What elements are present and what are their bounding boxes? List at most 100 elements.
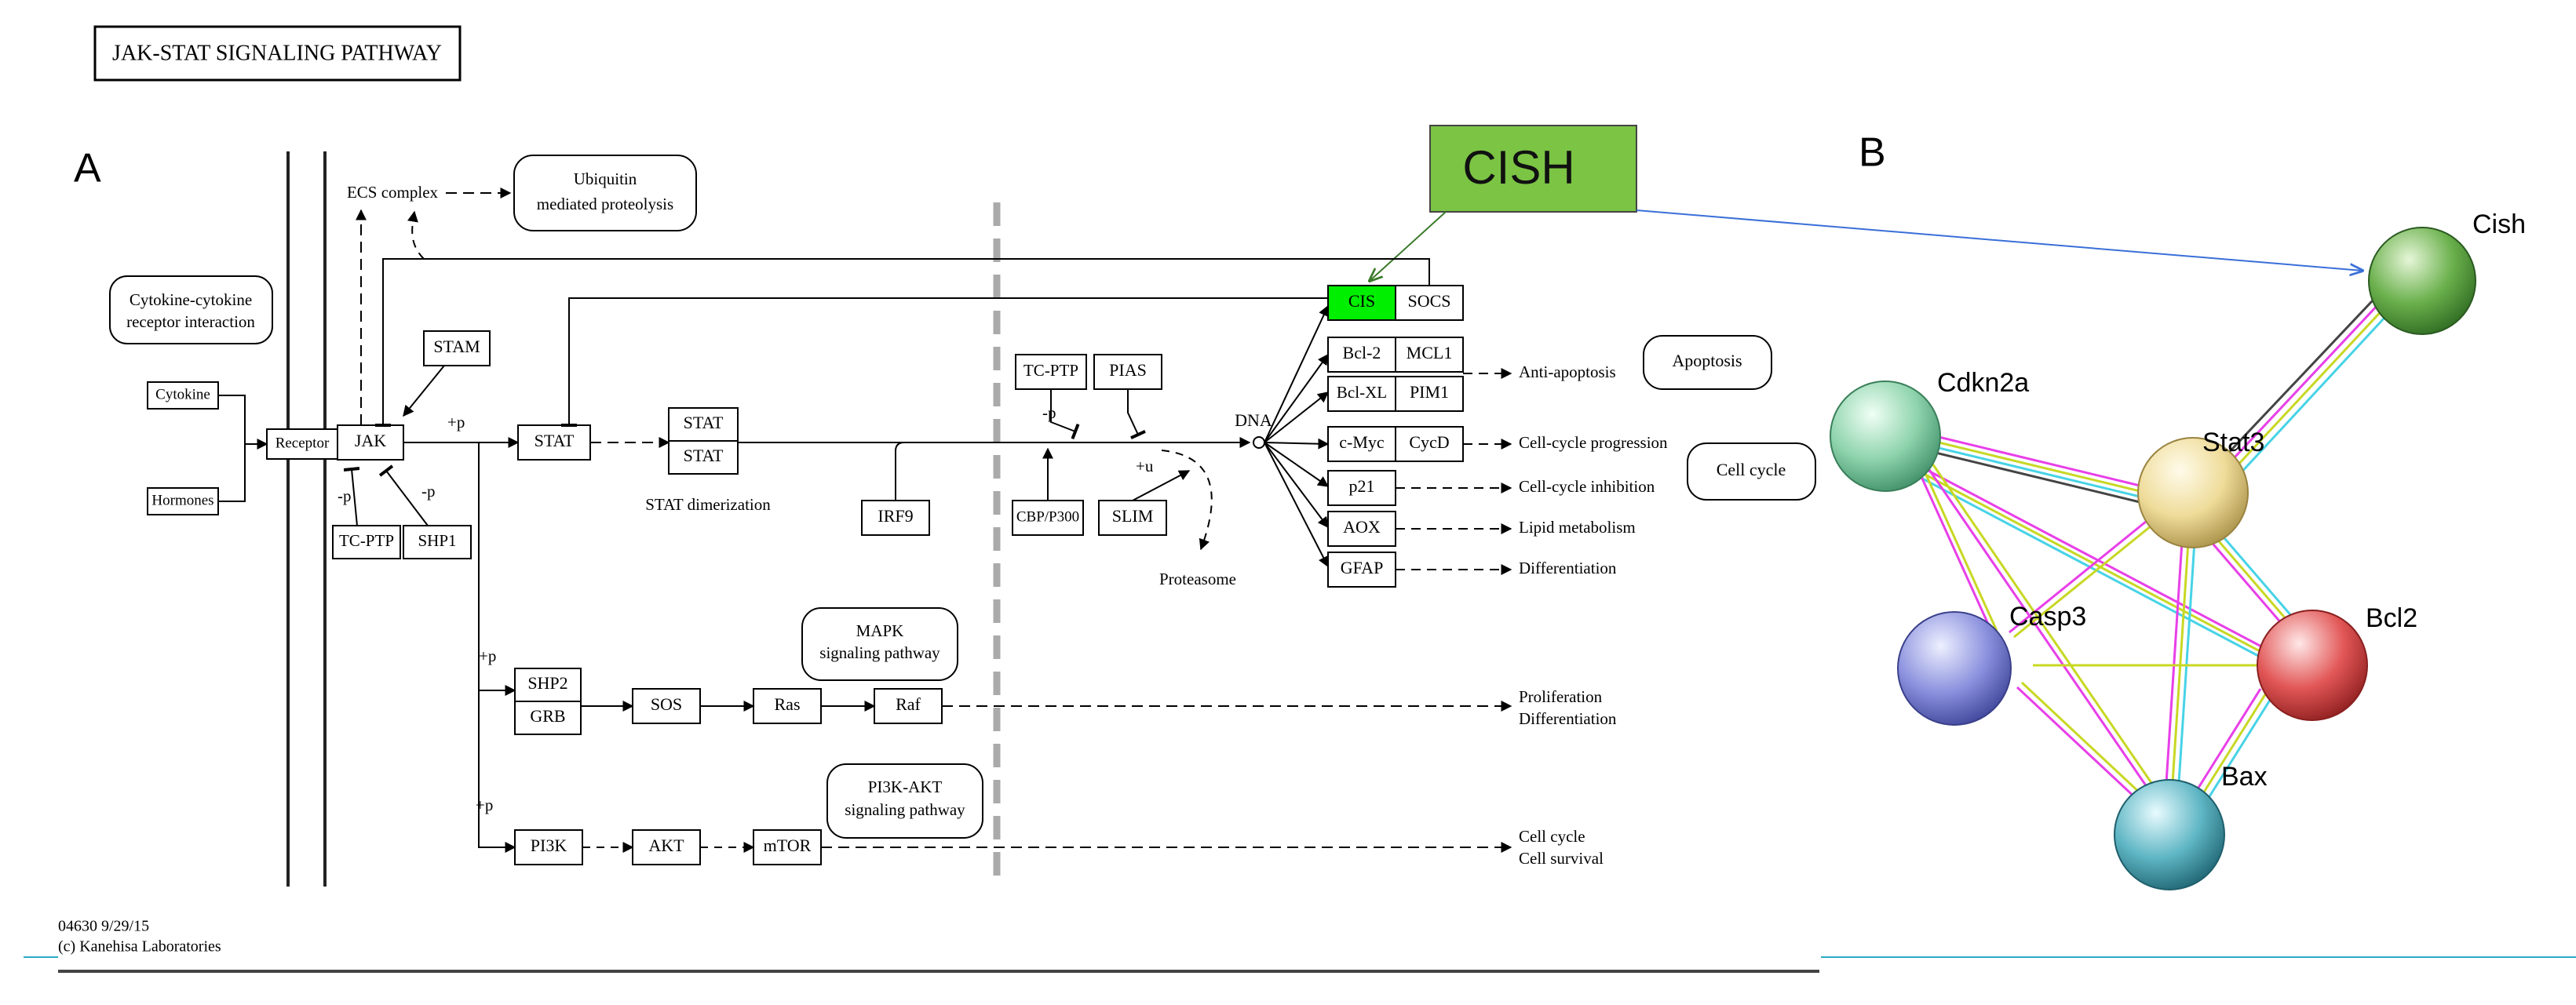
output-differentiation: Differentiation xyxy=(1519,559,1617,577)
node-aox-label: AOX xyxy=(1343,517,1381,537)
node-mtor[interactable]: mTOR xyxy=(753,829,822,865)
node-akt[interactable]: AKT xyxy=(632,829,701,865)
label-dna: DNA xyxy=(1235,410,1272,430)
protein-node-stat3[interactable]: Stat3 xyxy=(2137,428,2264,548)
header-title: JAK-STAT SIGNALING PATHWAY xyxy=(112,41,442,65)
node-gfap-label: GFAP xyxy=(1341,558,1384,577)
callout-arrow-to-cis xyxy=(1370,211,1447,281)
node-ras-label: Ras xyxy=(775,694,801,714)
node-cbp-p300-label: CBP/P300 xyxy=(1016,508,1079,525)
output-cell-cycle-progression: Cell-cycle progression xyxy=(1519,433,1668,452)
node-shp1[interactable]: SHP1 xyxy=(403,525,472,559)
label-stat-dimerization: STAT dimerization xyxy=(645,495,771,514)
node-bcl2-label: Bcl-2 xyxy=(1343,343,1381,362)
node-aox[interactable]: AOX xyxy=(1327,511,1396,547)
edge-stat3-bcl2 xyxy=(2202,526,2304,636)
protein-label-stat3: Stat3 xyxy=(2202,428,2264,457)
map-apoptosis[interactable]: Apoptosis xyxy=(1643,335,1772,390)
node-mcl1-label: MCL1 xyxy=(1407,343,1453,362)
node-pias[interactable]: PIAS xyxy=(1093,354,1162,390)
panel-b-label: B xyxy=(1859,130,1886,176)
map-cytokine-receptor-line2: receptor interaction xyxy=(126,312,255,331)
node-cmyc-label: c-Myc xyxy=(1339,432,1385,452)
label-proteasome: Proteasome xyxy=(1159,570,1236,588)
node-cbp-p300[interactable]: CBP/P300 xyxy=(1012,500,1084,536)
node-raf[interactable]: Raf xyxy=(874,688,943,724)
node-stat-label: STAT xyxy=(535,431,575,450)
node-hormones-label: Hormones xyxy=(151,492,213,508)
node-receptor[interactable]: Receptor xyxy=(266,428,338,460)
map-mapk-line2: signaling pathway xyxy=(819,643,940,662)
output-differentiation-2: Differentiation xyxy=(1519,709,1617,728)
map-cell-cycle[interactable]: Cell cycle xyxy=(1687,442,1816,501)
node-slim[interactable]: SLIM xyxy=(1098,500,1167,536)
node-irf9[interactable]: IRF9 xyxy=(861,500,930,536)
node-grb-label: GRB xyxy=(530,706,565,726)
node-ecs-complex[interactable]: ECS complex xyxy=(347,183,439,202)
node-stat[interactable]: STAT xyxy=(517,424,591,461)
node-p21-label: p21 xyxy=(1349,476,1375,496)
node-ras[interactable]: Ras xyxy=(753,688,822,724)
map-pi3k-akt[interactable]: PI3K-AKT signaling pathway xyxy=(826,763,983,839)
node-cmyc[interactable]: c-Myc xyxy=(1327,426,1396,462)
node-bclxl[interactable]: Bcl-XL xyxy=(1327,376,1396,412)
node-tc-ptp-right[interactable]: TC-PTP xyxy=(1015,354,1087,390)
node-p21[interactable]: p21 xyxy=(1327,470,1396,506)
protein-node-cdkn2a[interactable]: Cdkn2a xyxy=(1830,368,2029,492)
node-pias-label: PIAS xyxy=(1109,360,1147,380)
map-ubiquitin-line1: Ubiquitin xyxy=(574,169,637,188)
edge-cdkn2a-casp3 xyxy=(1914,462,1998,632)
node-stat-dimer-bottom-label: STAT xyxy=(684,446,724,465)
node-jak[interactable]: JAK xyxy=(337,424,404,461)
output-cell-survival: Cell survival xyxy=(1519,849,1604,868)
node-bcl2[interactable]: Bcl-2 xyxy=(1327,337,1396,373)
node-pi3k-label: PI3K xyxy=(531,836,567,855)
node-mcl1[interactable]: MCL1 xyxy=(1395,337,1464,373)
map-cell-cycle-label: Cell cycle xyxy=(1717,460,1786,479)
edge-stat3-bax xyxy=(2165,541,2196,784)
node-stam-label: STAM xyxy=(433,337,480,356)
mod-plus-p-pi3k: +p xyxy=(476,796,493,814)
node-stat-dimer-top-label: STAT xyxy=(684,413,724,432)
map-cytokine-receptor[interactable]: Cytokine-cytokine receptor interaction xyxy=(109,275,273,344)
node-shp2-grb[interactable]: SHP2 GRB xyxy=(514,668,582,735)
node-jak-label: JAK xyxy=(355,431,386,450)
node-tc-ptp-left-label: TC-PTP xyxy=(339,531,394,550)
footer-line2: (c) Kanehisa Laboratories xyxy=(58,938,221,956)
protein-node-cish[interactable]: Cish xyxy=(2368,209,2526,335)
node-shp1-label: SHP1 xyxy=(418,531,456,550)
node-sos[interactable]: SOS xyxy=(632,688,701,724)
node-stat-dimer[interactable]: STAT STAT xyxy=(668,407,739,475)
node-akt-label: AKT xyxy=(648,836,684,855)
map-mapk[interactable]: MAPK signaling pathway xyxy=(801,607,958,681)
panel-a-label: A xyxy=(74,146,101,191)
protein-label-casp3: Casp3 xyxy=(2009,602,2086,632)
node-pim1[interactable]: PIM1 xyxy=(1395,376,1464,412)
callout-arrow-to-cish xyxy=(1636,209,2363,271)
cish-callout: CISH xyxy=(1429,125,1637,213)
protein-node-bcl2[interactable]: Bcl2 xyxy=(2257,603,2417,721)
protein-label-cish: Cish xyxy=(2472,209,2526,239)
protein-node-bax[interactable]: Bax xyxy=(2114,762,2268,890)
node-cis[interactable]: CIS xyxy=(1327,285,1396,321)
node-sos-label: SOS xyxy=(651,694,682,714)
edge-casp3-bax xyxy=(2016,681,2144,802)
protein-node-casp3[interactable]: Casp3 xyxy=(1897,602,2086,726)
node-gfap[interactable]: GFAP xyxy=(1327,552,1396,588)
node-cytokine[interactable]: Cytokine xyxy=(147,381,219,410)
node-cis-label: CIS xyxy=(1348,291,1375,311)
node-stam[interactable]: STAM xyxy=(423,330,491,366)
node-pi3k[interactable]: PI3K xyxy=(514,829,583,865)
edge-stat3-casp3 xyxy=(2009,516,2156,639)
node-cycd[interactable]: CycD xyxy=(1395,426,1464,462)
node-tc-ptp-right-label: TC-PTP xyxy=(1023,361,1078,380)
map-pi3k-akt-line2: signaling pathway xyxy=(845,800,965,819)
node-socs[interactable]: SOCS xyxy=(1395,285,1464,321)
map-ubiquitin[interactable]: Ubiquitin mediated proteolysis xyxy=(513,155,697,231)
node-tc-ptp-left[interactable]: TC-PTP xyxy=(332,525,401,559)
map-cytokine-receptor-line1: Cytokine-cytokine xyxy=(130,290,252,309)
protein-label-bax: Bax xyxy=(2221,762,2268,792)
node-socs-label: SOCS xyxy=(1407,291,1450,311)
edge-bcl2-bax xyxy=(2193,688,2275,801)
node-hormones[interactable]: Hormones xyxy=(147,487,219,515)
